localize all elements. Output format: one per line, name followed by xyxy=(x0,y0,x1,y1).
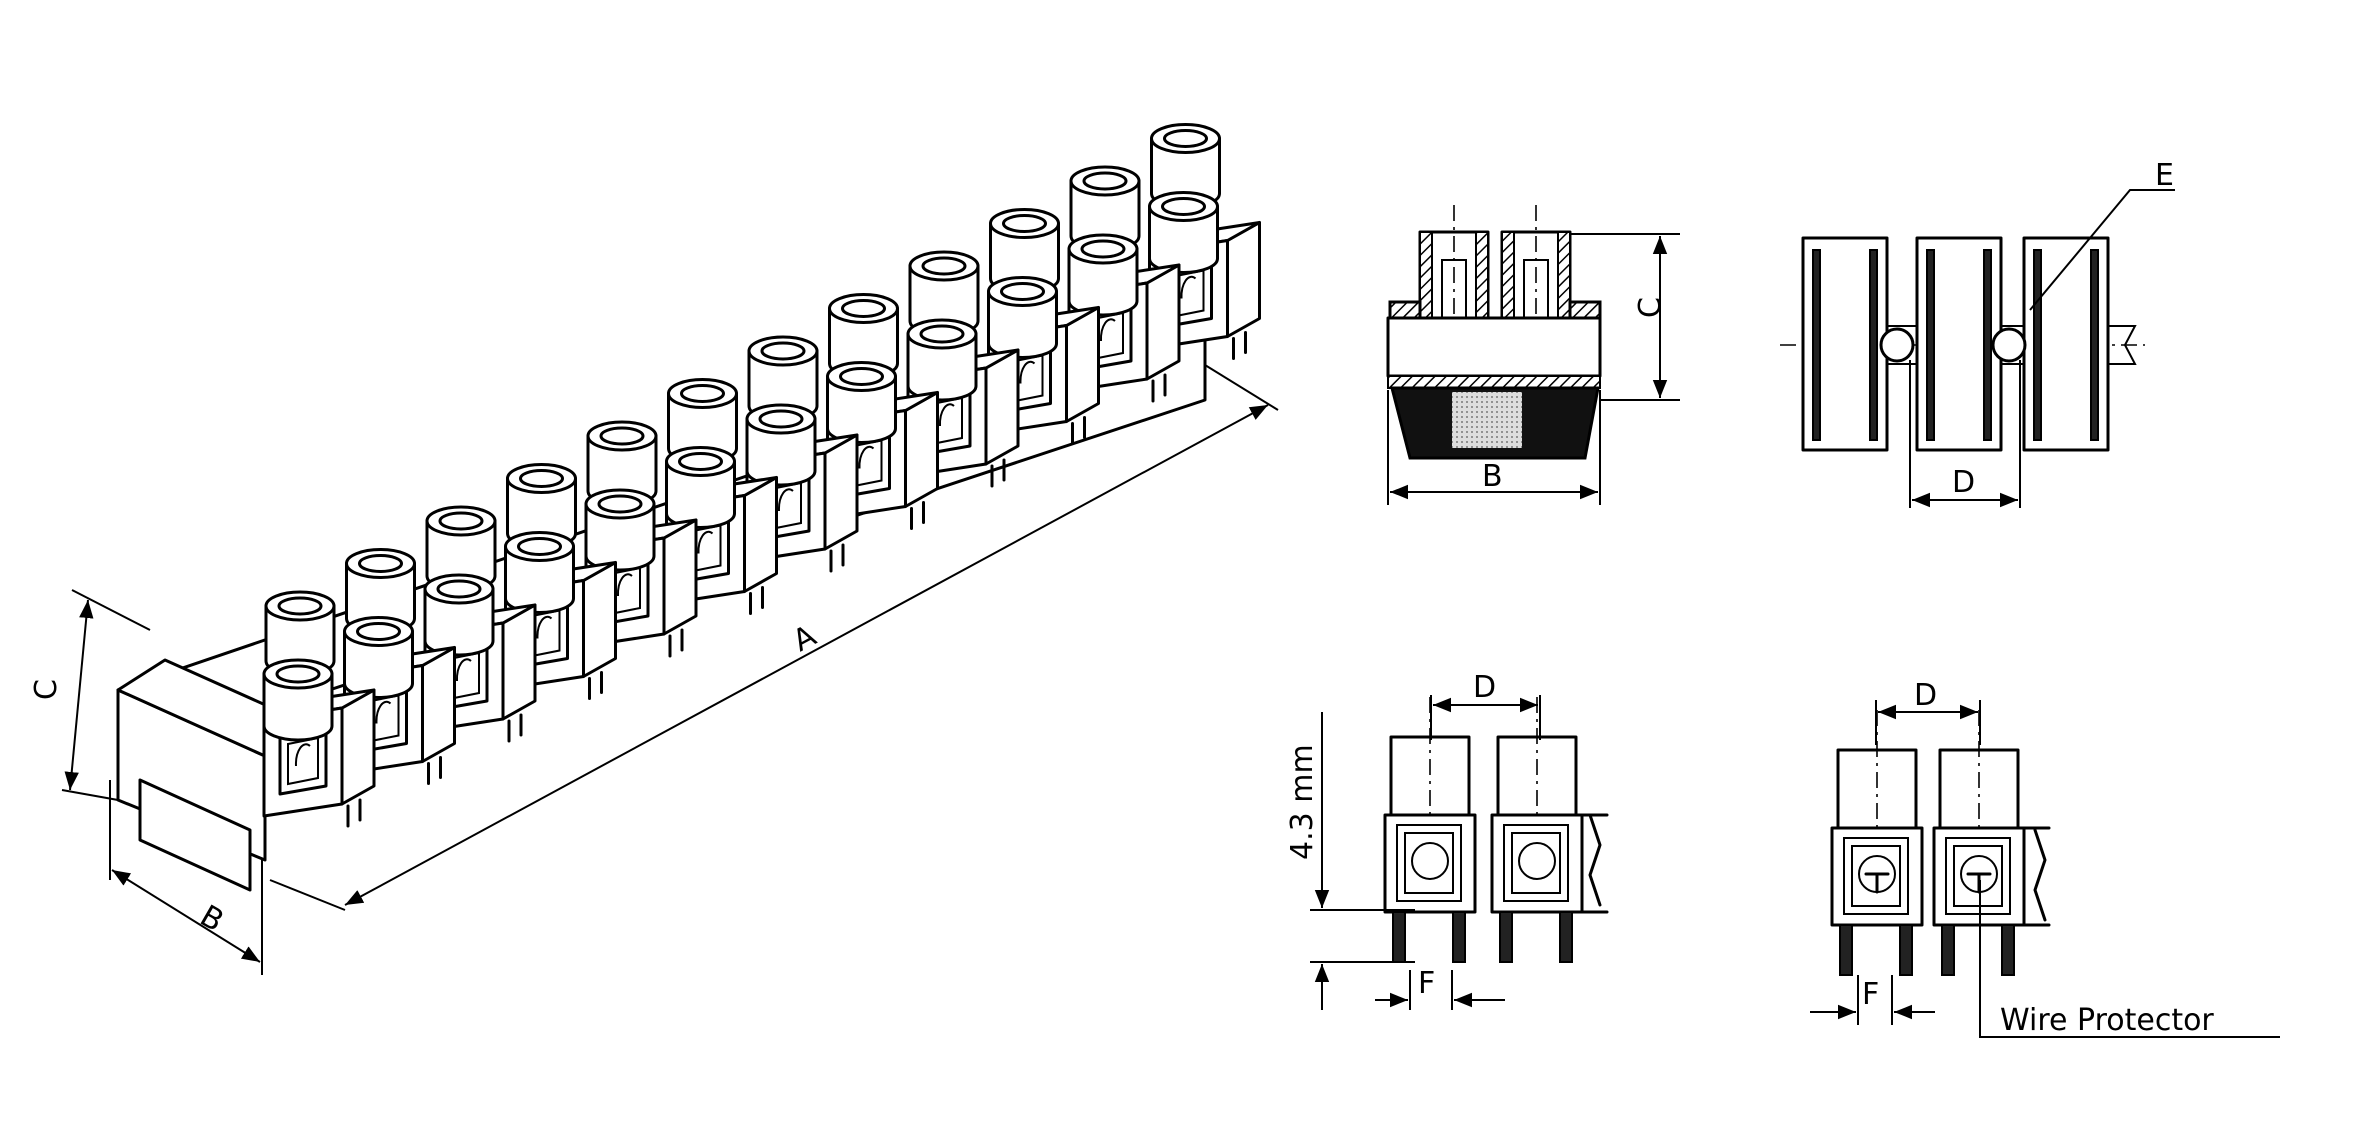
front1-units xyxy=(1383,697,1609,963)
top-view: D E xyxy=(1780,158,2175,508)
iso-back-cylinder xyxy=(1069,165,1141,252)
iso-back-cylinder xyxy=(264,590,336,677)
iso-back-cylinder xyxy=(908,250,980,337)
wire-hole xyxy=(1411,842,1449,880)
top-screw-hole xyxy=(1879,327,1915,363)
top-view-section xyxy=(1915,236,2003,452)
side-section-view: B C xyxy=(1386,205,1680,505)
iso-label-C: C xyxy=(29,679,64,700)
iso-dim-C-line xyxy=(64,599,94,791)
iso-dim-B-line xyxy=(111,869,261,963)
front2-label-D: D xyxy=(1914,678,1937,713)
front1-label-height: 4.3 mm xyxy=(1285,744,1320,860)
front-terminal xyxy=(1490,697,1584,963)
front1-label-D: D xyxy=(1473,670,1496,705)
side-label-B: B xyxy=(1482,459,1503,494)
iso-label-B: B xyxy=(194,899,229,940)
top-label-E: E xyxy=(2155,158,2174,193)
iso-back-cylinder xyxy=(989,208,1060,294)
top-label-D: D xyxy=(1952,465,1975,500)
iso-dim-A-ext1 xyxy=(269,879,346,911)
iso-terminal-units xyxy=(262,123,1261,828)
iso-back-cylinder xyxy=(747,335,819,422)
front-view-1: D 4.3 mm F xyxy=(1285,670,1609,1010)
side-label-C: C xyxy=(1633,297,1668,318)
wire-protector-label: Wire Protector xyxy=(2000,1003,2214,1038)
front-terminal xyxy=(1830,710,1924,976)
front1-label-F: F xyxy=(1418,966,1435,1001)
iso-dim-A-line xyxy=(344,404,1269,906)
front-terminal xyxy=(1383,697,1477,963)
iso-label-A: A xyxy=(787,618,822,659)
top-view-section xyxy=(2022,236,2110,452)
iso-dim-C-ext2 xyxy=(61,789,119,801)
wire-hole xyxy=(1518,842,1556,880)
top-leader-E xyxy=(2029,189,2175,311)
iso-dim-C-ext1 xyxy=(71,589,151,631)
wire-protector-leader xyxy=(1979,880,2280,1038)
isometric-view: A B C xyxy=(29,123,1279,975)
front-view-2: D F Wire Protector xyxy=(1810,678,2280,1038)
side-conductor-bar xyxy=(1386,316,1602,378)
iso-dim-A-ext2 xyxy=(1204,364,1279,411)
front2-label-F: F xyxy=(1862,977,1879,1012)
top-screw-hole xyxy=(1991,327,2027,363)
front2-units xyxy=(1830,710,2051,976)
top-view-sections xyxy=(1801,236,2137,452)
top-view-section xyxy=(1801,236,1889,452)
